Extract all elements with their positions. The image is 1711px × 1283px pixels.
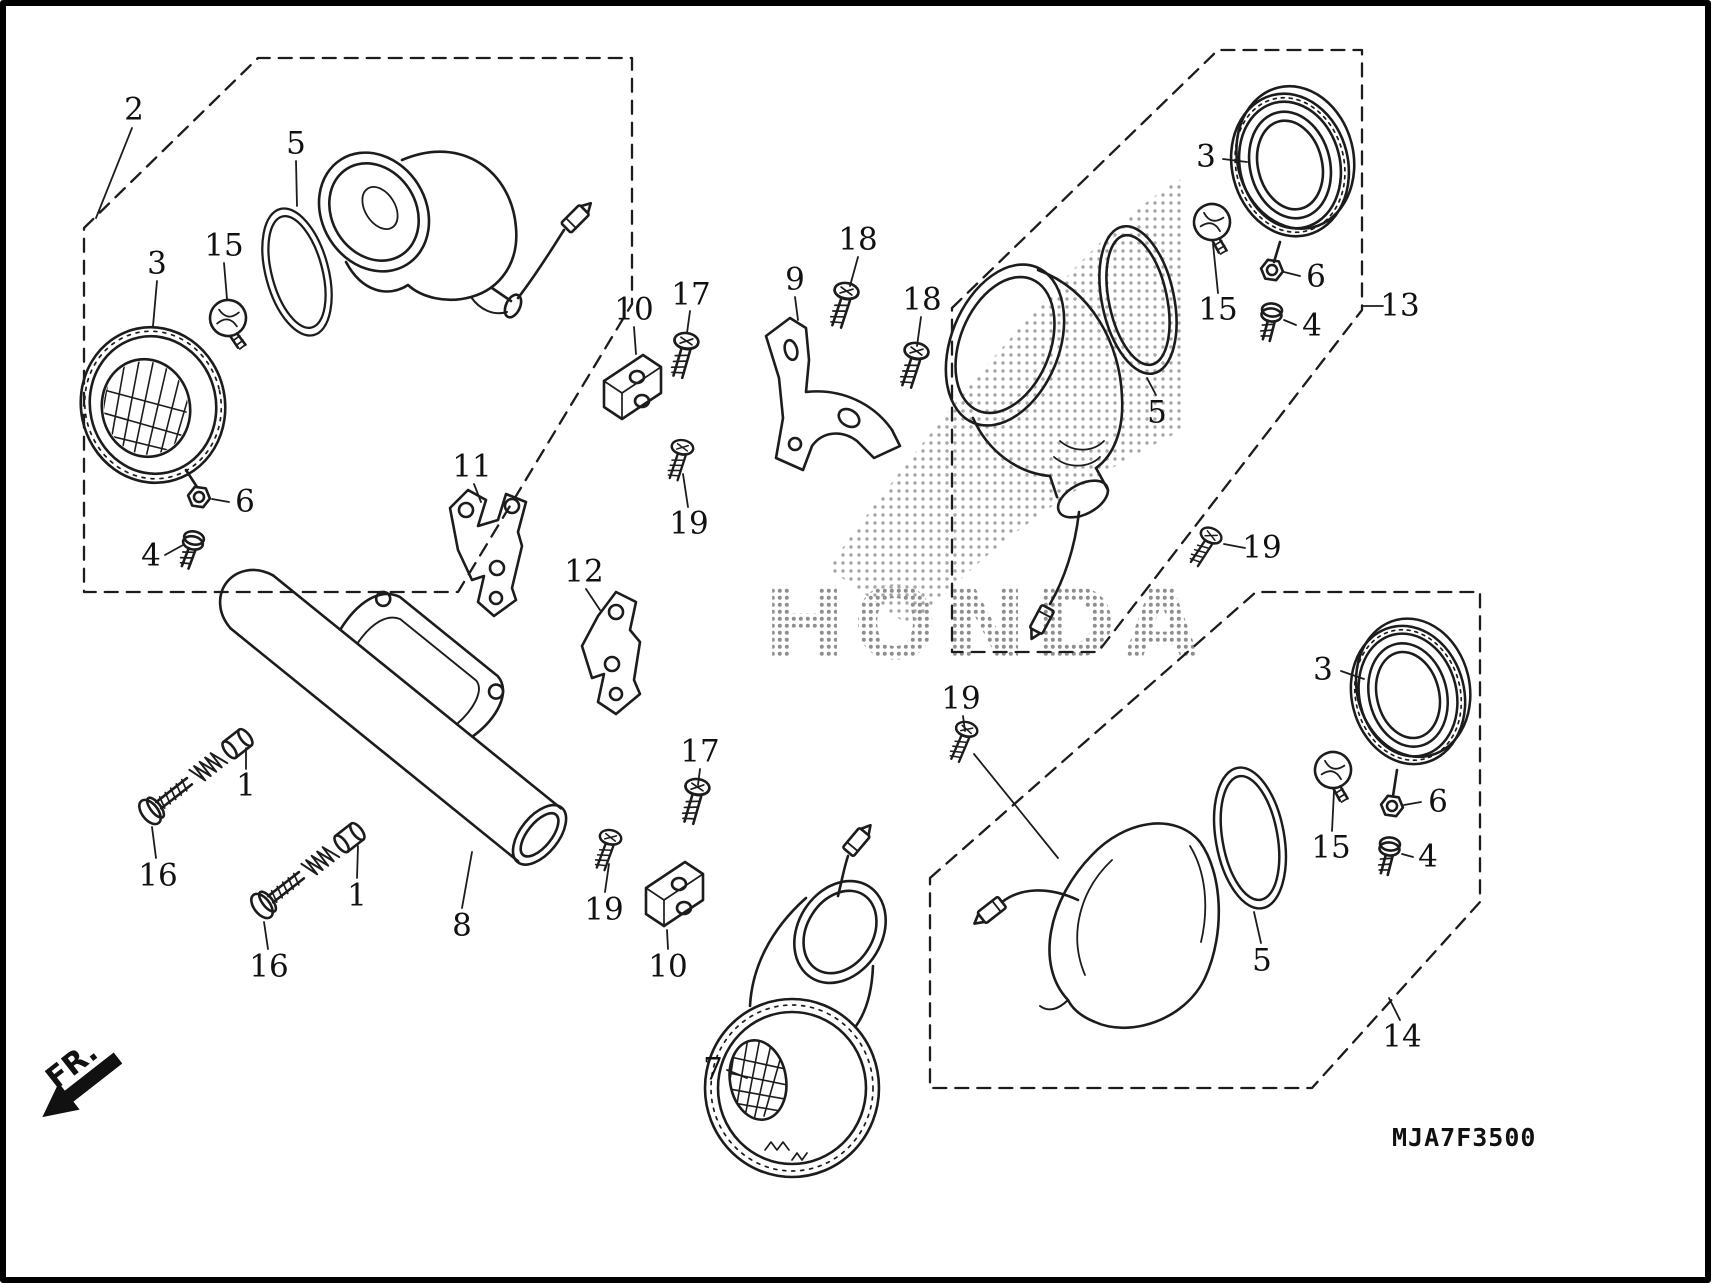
screw-19-rear-right: [1186, 523, 1226, 572]
screw-4-rear-left: [1375, 835, 1402, 878]
wire-connector-front-left: [559, 197, 597, 235]
mounting-brackets: [448, 279, 932, 716]
bolt-16-spring-collar-lower: [245, 816, 371, 924]
leader-lines: [95, 127, 1422, 1079]
honda-watermark: HONDA: [763, 178, 1207, 682]
wire-connector-rear-left: [968, 895, 1008, 931]
bracket-10-lower: [644, 860, 705, 928]
screw-4-front-left: [176, 528, 207, 572]
honda-watermark-text: HONDA: [763, 567, 1207, 682]
lens-crosshatch: [723, 1037, 793, 1123]
diagram-code: MJA7F3500: [1392, 1123, 1536, 1152]
boundary-group-2: [82, 56, 634, 594]
turn-signal-rear-left: [946, 605, 1488, 1030]
bracket-12: [580, 590, 642, 716]
annotations: FR. MJA7F3500: [39, 1035, 1536, 1152]
screw-18-left: [826, 279, 862, 331]
housing-front-right: [748, 819, 887, 1028]
lens-rear-left: [1039, 822, 1221, 1030]
bulb-15-front-left: [204, 296, 253, 351]
screw-19-lower: [591, 826, 624, 874]
boundary-group-14: [928, 590, 1482, 1090]
fr-arrow-icon: [42, 1052, 123, 1118]
nut-6-front-left: [185, 484, 213, 510]
frame-pipe-8: [218, 568, 568, 866]
screw-17-upper: [668, 330, 701, 381]
wire-connector-front-right: [841, 819, 878, 858]
lens-hatching: [95, 355, 195, 463]
fr-label: FR.: [39, 1035, 104, 1097]
turn-signal-front-left: [79, 150, 597, 572]
lens-front-left: [79, 325, 227, 489]
screw-18-right: [896, 339, 932, 391]
screw-19-rear-left: [946, 718, 981, 766]
assembly-boundaries: [82, 48, 1482, 1090]
bracket-10-upper: [602, 353, 663, 421]
fr-direction-arrow: FR.: [39, 1035, 123, 1118]
nut-6-rear-right: [1258, 257, 1286, 283]
screw-4-rear-right: [1257, 301, 1284, 344]
honda-wing-halftone: [828, 178, 1183, 628]
gasket-5-front-left: [248, 199, 346, 345]
turn-signal-rear-right: [944, 72, 1372, 644]
stay-9: [764, 316, 902, 472]
housing-front-left: [317, 150, 597, 319]
housing-rear-right: [944, 263, 1124, 644]
rim-3-rear-left: [1333, 605, 1488, 778]
bracket-11: [448, 488, 528, 618]
bulb-15-rear-right: [1186, 198, 1239, 257]
lens-front-right: [703, 997, 881, 1179]
rim-3-rear-right: [1213, 72, 1372, 251]
bolt-16-spring-collar-upper: [133, 722, 259, 830]
screw-17-lower: [679, 776, 712, 827]
turn-signal-front-right: [591, 776, 887, 1179]
nut-6-rear-left: [1378, 793, 1406, 819]
boundary-group-13: [950, 48, 1364, 654]
screw-19-center: [664, 437, 696, 484]
